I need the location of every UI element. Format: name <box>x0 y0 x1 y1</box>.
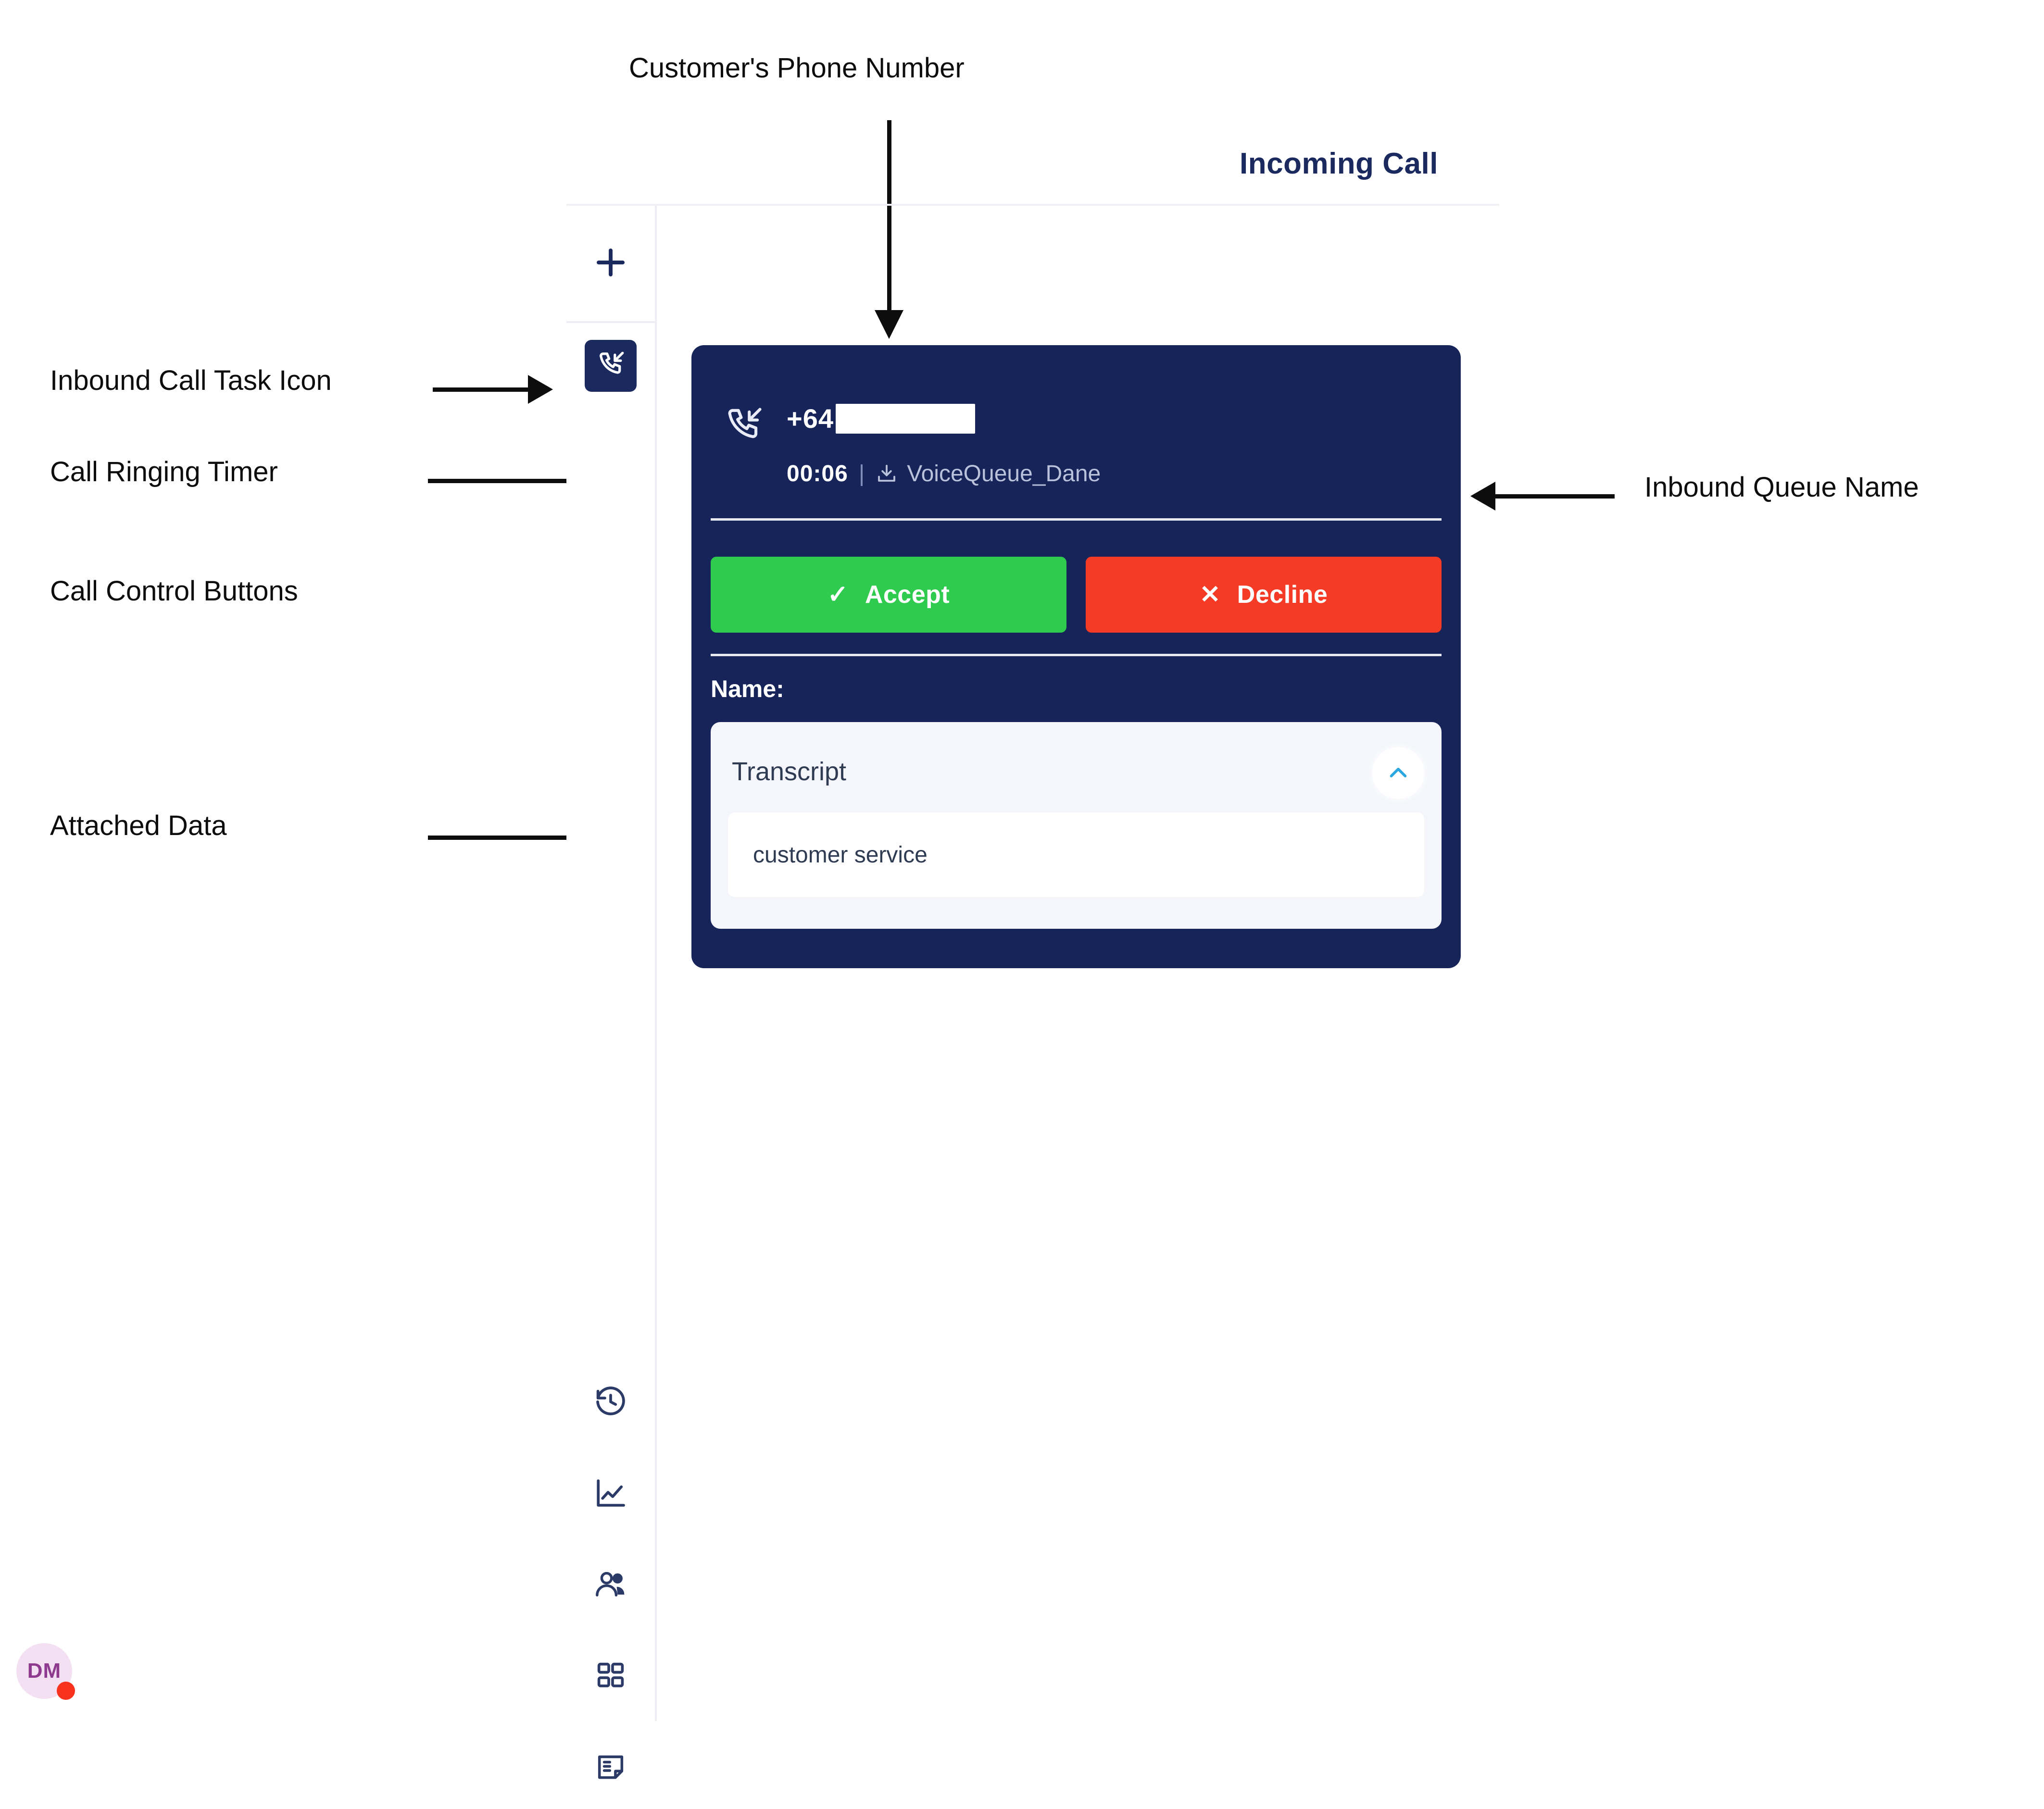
sidebar-item-history[interactable] <box>566 1374 655 1432</box>
call-card-header: +64 00:06 | VoiceQueue_Dane <box>691 345 1461 509</box>
grid-apps-icon <box>594 1659 627 1695</box>
annotation-label-call-controls: Call Control Buttons <box>50 575 298 607</box>
card-divider-top <box>711 518 1442 521</box>
sidebar <box>566 206 657 1779</box>
accept-button[interactable]: ✓ Accept <box>711 557 1066 633</box>
top-border-divider <box>566 204 1499 206</box>
decline-button-label: Decline <box>1237 581 1328 609</box>
phone-number-text: +64 <box>787 403 834 434</box>
accept-button-label: Accept <box>865 581 950 609</box>
attached-data-name-label: Name: <box>711 675 784 702</box>
avatar[interactable]: DM <box>16 1643 75 1700</box>
annotation-label-task-icon: Inbound Call Task Icon <box>50 365 332 396</box>
line-chart-icon <box>593 1476 628 1513</box>
people-icon <box>593 1567 628 1604</box>
sidebar-item-contacts[interactable] <box>566 1557 655 1614</box>
download-inbox-icon <box>875 462 898 486</box>
customer-phone-number: +64 <box>787 403 975 434</box>
annotation-label-phone-number: Customer's Phone Number <box>629 52 965 84</box>
annotation-label-ringing-timer: Call Ringing Timer <box>50 456 278 487</box>
add-task-button[interactable] <box>566 206 655 323</box>
sidebar-item-notes[interactable] <box>566 1739 655 1797</box>
transcript-value: customer service <box>753 842 928 868</box>
card-divider-bottom <box>711 654 1442 656</box>
inbound-call-icon <box>721 404 765 448</box>
call-control-buttons: ✓ Accept ✕ Decline <box>711 557 1442 633</box>
transcript-title: Transcript <box>732 757 847 786</box>
sidebar-item-apps[interactable] <box>566 1648 655 1706</box>
attached-data-transcript-panel: Transcript customer service <box>711 722 1442 929</box>
task-chip <box>585 340 637 392</box>
chevron-up-icon <box>1384 759 1412 788</box>
sticky-note-icon <box>594 1750 627 1786</box>
check-icon: ✓ <box>827 581 849 609</box>
history-clock-icon <box>593 1385 628 1422</box>
call-ringing-timer: 00:06 <box>787 461 848 487</box>
transcript-collapse-button[interactable] <box>1372 747 1424 799</box>
plus-icon <box>590 242 631 286</box>
call-meta-row: 00:06 | VoiceQueue_Dane <box>787 461 1101 487</box>
page-title: Incoming Call <box>1240 147 1438 180</box>
phone-number-redaction <box>836 403 975 434</box>
inbound-call-icon <box>595 349 627 383</box>
close-icon: ✕ <box>1199 581 1221 609</box>
meta-separator: | <box>858 461 865 487</box>
annotation-label-queue-name: Inbound Queue Name <box>1644 472 1919 503</box>
status-badge <box>57 1682 75 1700</box>
annotation-label-attached-data: Attached Data <box>50 810 227 841</box>
sidebar-item-analytics[interactable] <box>566 1465 655 1523</box>
transcript-value-box: customer service <box>728 812 1424 897</box>
sidebar-item-inbound-call-task[interactable] <box>566 335 655 397</box>
inbound-queue-name: VoiceQueue_Dane <box>907 461 1101 487</box>
decline-button[interactable]: ✕ Decline <box>1086 557 1442 633</box>
incoming-call-card: +64 00:06 | VoiceQueue_Dane ✓ Accept ✕ D… <box>691 345 1461 968</box>
